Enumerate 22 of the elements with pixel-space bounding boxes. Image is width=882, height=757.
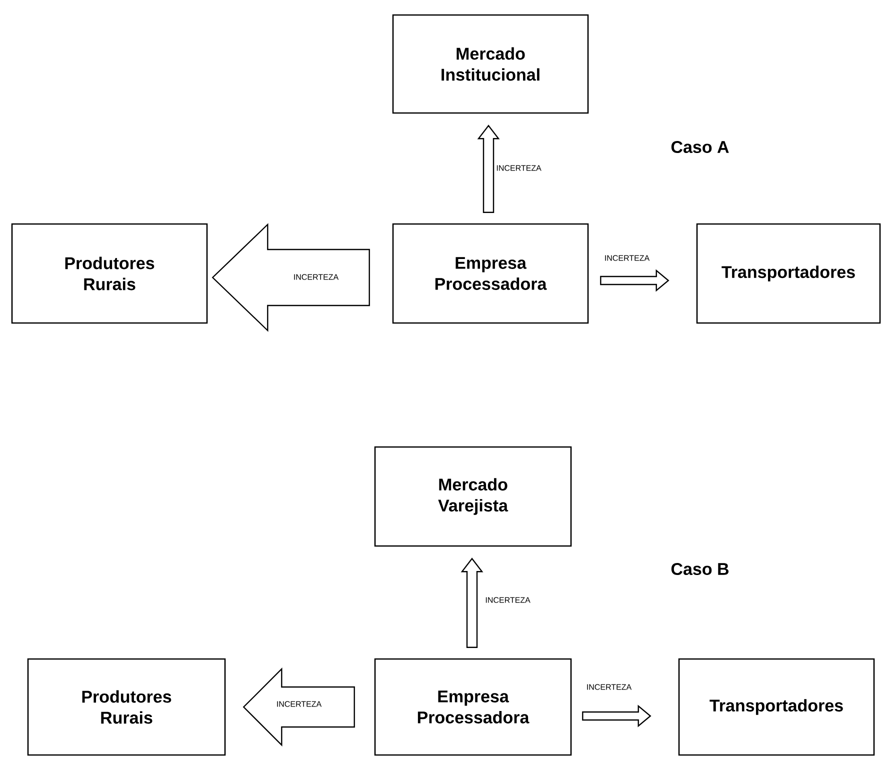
process-box: Empresa Processadora [374,658,572,756]
edge-label: INCERTEZA [275,700,323,708]
process-box: Mercado Institucional [392,14,589,114]
process-box: Produtores Rurais [27,658,226,756]
process-box: Produtores Rurais [11,223,208,324]
edge-label: INCERTEZA [603,254,651,262]
block-arrow [242,668,355,746]
edge-label: INCERTEZA [585,683,633,691]
process-box: Transportadores [678,658,875,756]
case-label: Caso B [671,562,729,576]
block-arrow [460,558,484,648]
block-arrow [600,269,670,292]
process-box: Empresa Processadora [392,223,589,324]
block-arrow [212,223,370,332]
process-box: Mercado Varejista [374,446,572,547]
block-arrow [582,704,652,728]
block-arrow [477,124,500,213]
process-box: Transportadores [696,223,881,324]
edge-label: INCERTEZA [484,596,532,604]
case-label: Caso A [671,140,729,154]
edge-label: INCERTEZA [292,273,340,281]
edge-label: INCERTEZA [495,164,542,172]
